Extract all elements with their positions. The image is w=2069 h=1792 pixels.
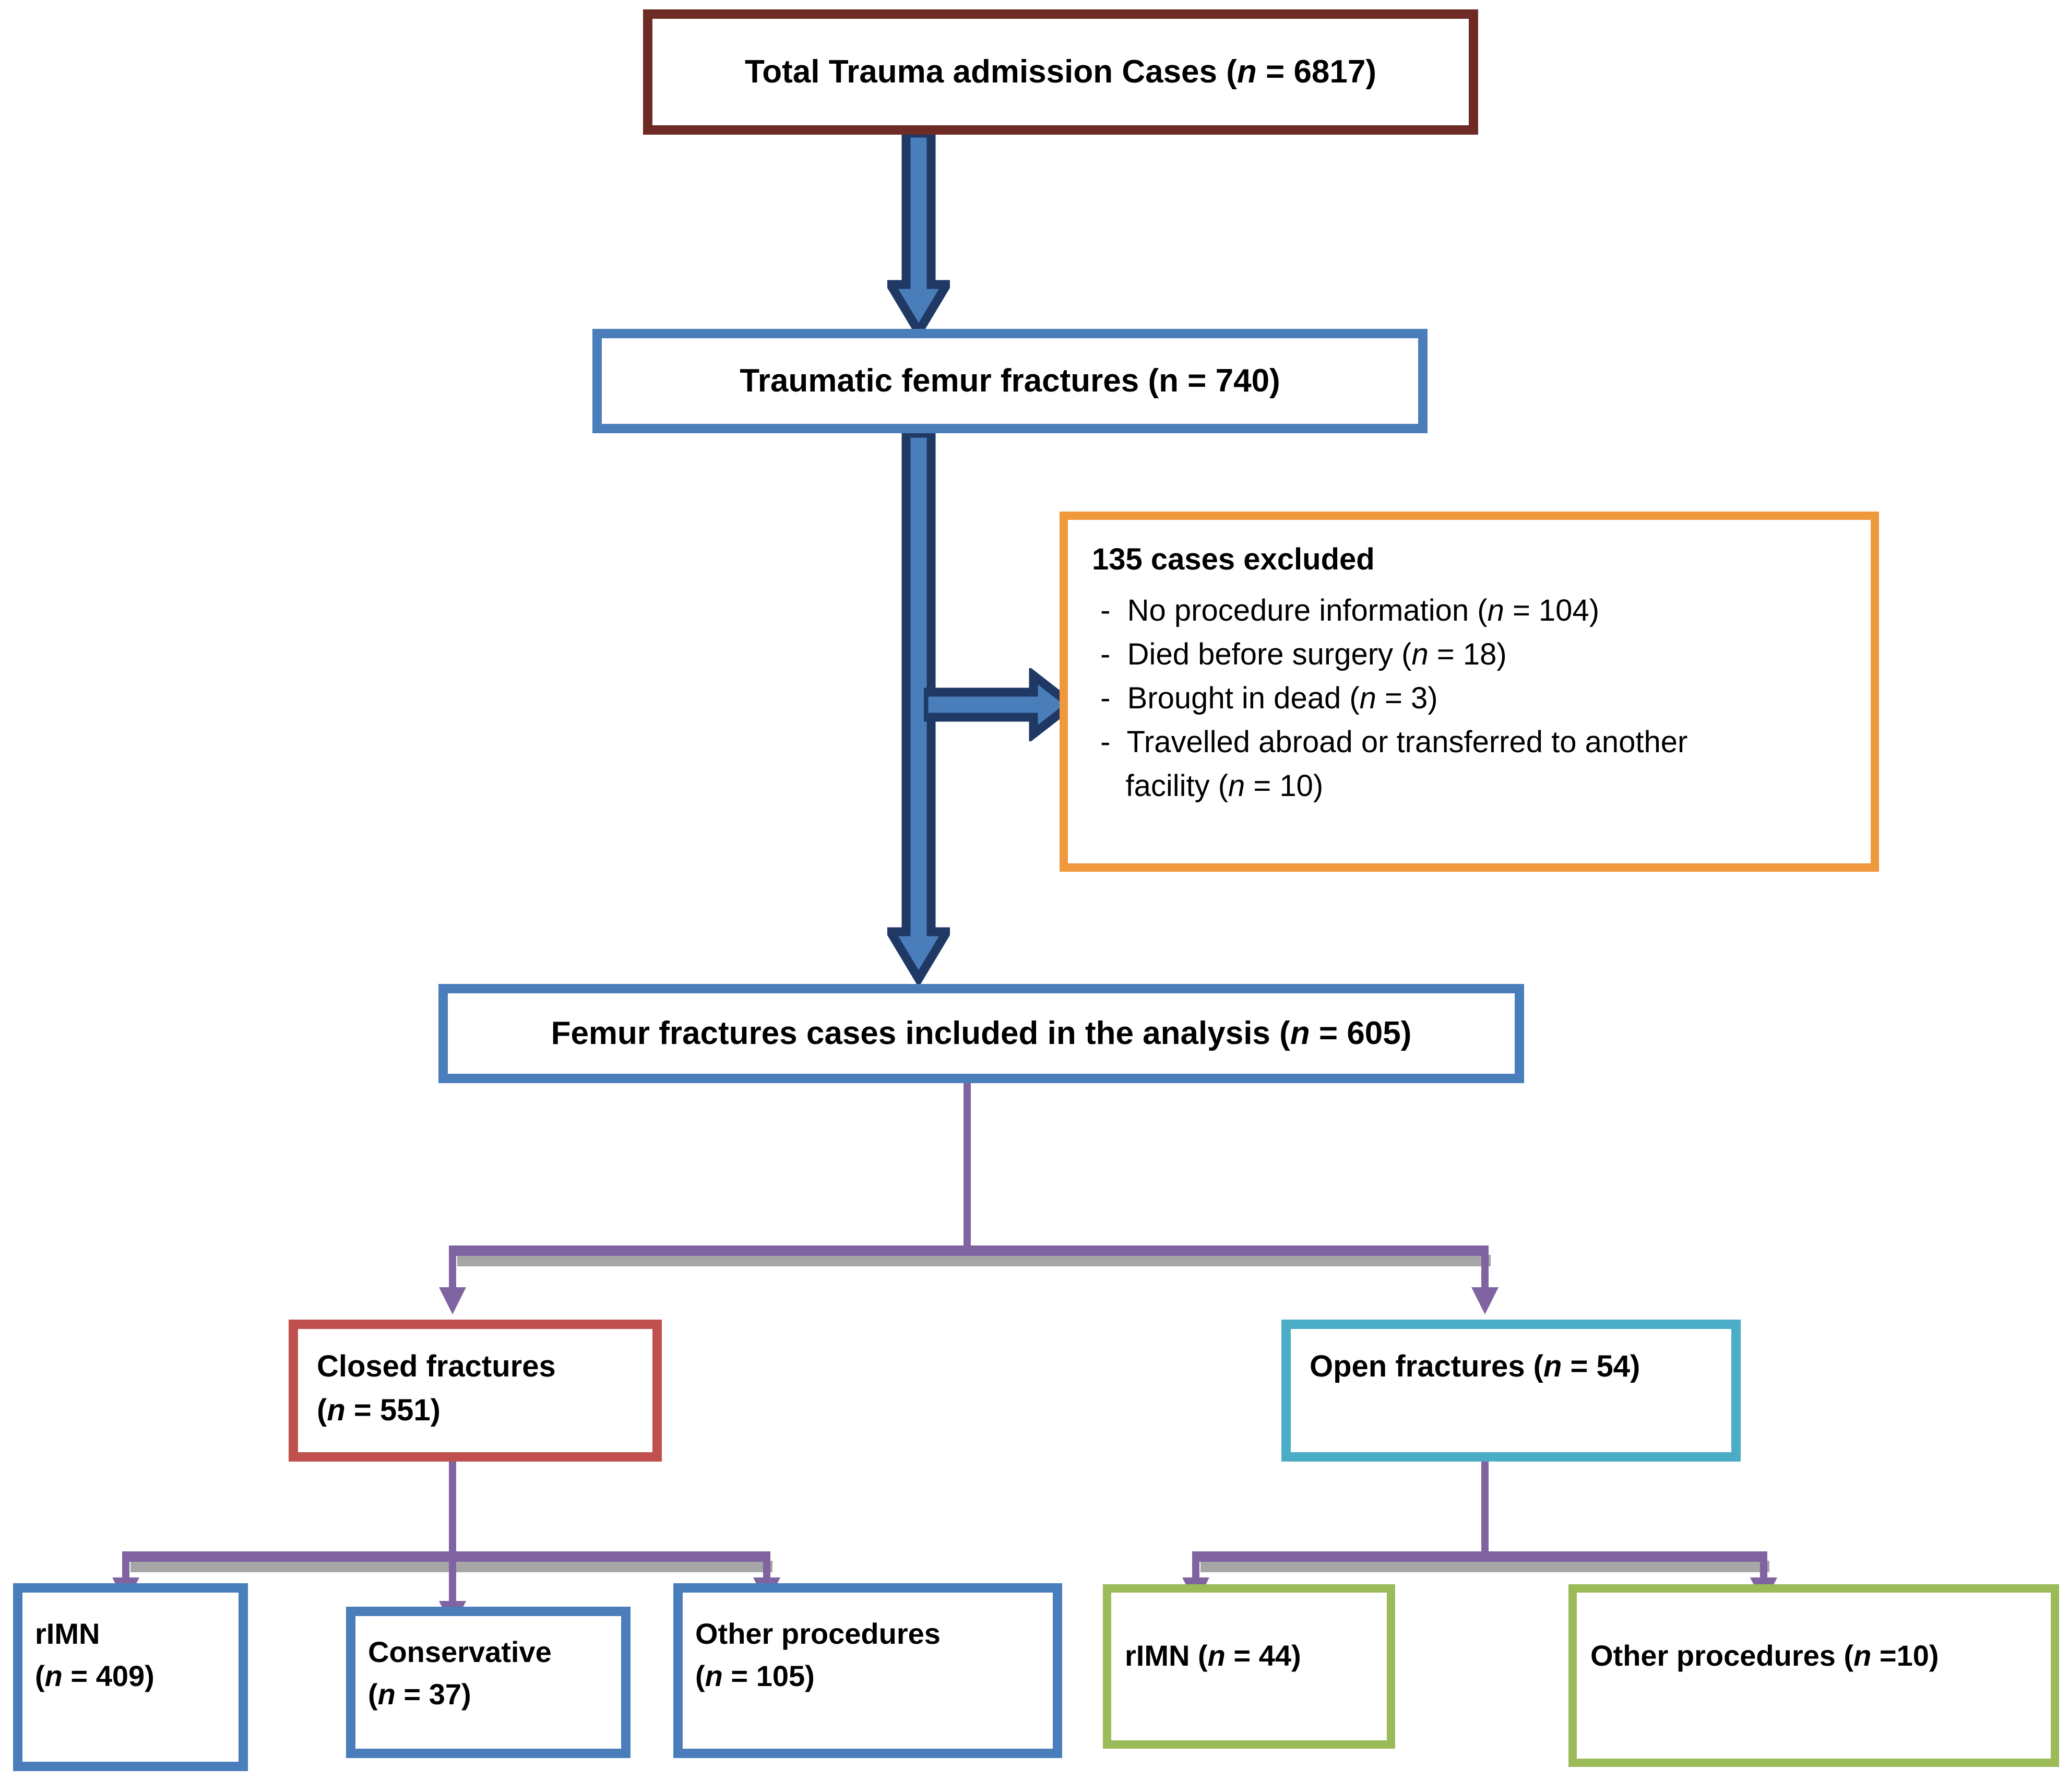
node-closed-other: Other procedures (n = 105) [673, 1583, 1062, 1758]
node-closed-conservative-count: (n = 37) [368, 1678, 471, 1711]
node-closed-fractures: Closed fractures (n = 551) [289, 1320, 662, 1462]
block-arrow-traumatic-to-included [887, 433, 950, 984]
connector-to-closed-conservative [449, 1551, 456, 1606]
list-item: facility (n = 10) [1092, 769, 1324, 803]
node-total-admissions-label: Total Trauma admission Cases (n = 6817) [744, 54, 1377, 90]
node-exclusions-heading: 135 cases excluded [1092, 542, 1375, 576]
connector-split-shadow-1 [457, 1255, 1491, 1266]
connector-closed-stem [449, 1458, 456, 1552]
n-symbol: n [1207, 1639, 1226, 1672]
connector-to-closed-rimn [122, 1551, 129, 1583]
list-item: - Died before surgery (n = 18) [1092, 637, 1507, 672]
node-closed-other-count: (n = 105) [695, 1659, 815, 1693]
connector-to-open-other [1760, 1551, 1767, 1583]
node-open-rimn-label: rIMN (n = 44) [1125, 1639, 1301, 1672]
node-closed-rimn-count: (n = 409) [35, 1659, 154, 1693]
connector-included-stem [964, 1081, 971, 1253]
node-open-rimn: rIMN (n = 44) [1103, 1584, 1395, 1749]
connector-split-bar-1 [449, 1245, 1489, 1256]
connector-to-closed [449, 1245, 456, 1292]
connector-split-shadow-3 [1200, 1561, 1769, 1572]
n-symbol: n [1359, 681, 1376, 716]
connector-to-open [1481, 1245, 1489, 1292]
n-symbol: n [377, 1678, 396, 1711]
arrowhead-to-closed [439, 1287, 466, 1314]
node-closed-fractures-count: (n = 551) [317, 1393, 441, 1428]
n-symbol: n [1487, 594, 1504, 628]
exclusion-list: - No procedure information (n = 104) - D… [1092, 589, 1853, 808]
n-symbol: n [1543, 1349, 1562, 1383]
list-item: - Travelled abroad or transferred to ano… [1092, 725, 1688, 759]
n-symbol: n [44, 1659, 63, 1693]
node-open-fractures: Open fractures (n = 54) [1281, 1320, 1741, 1462]
connector-split-bar-3 [1192, 1551, 1767, 1562]
n-symbol: n [1411, 637, 1429, 672]
node-exclusions: 135 cases excluded - No procedure inform… [1060, 512, 1879, 872]
n-symbol: n [1228, 769, 1245, 803]
list-item: - No procedure information (n = 104) [1092, 594, 1600, 628]
node-open-other: Other procedures (n =10) [1568, 1584, 2059, 1767]
n-symbol: n [705, 1659, 723, 1693]
n-symbol: n [1236, 54, 1257, 90]
node-included-label: Femur fractures cases included in the an… [551, 1015, 1412, 1052]
list-item: - Brought in dead (n = 3) [1092, 681, 1438, 716]
n-symbol: n [327, 1393, 346, 1428]
node-closed-rimn-title: rIMN [35, 1617, 100, 1650]
node-included-in-analysis: Femur fractures cases included in the an… [438, 984, 1524, 1083]
n-symbol: n [1290, 1015, 1310, 1052]
block-arrow-to-exclusions [924, 668, 1075, 741]
block-arrow-total-to-traumatic [887, 133, 950, 337]
node-traumatic-femur-label: Traumatic femur fractures (n = 740) [740, 363, 1280, 399]
arrowhead-to-open [1471, 1287, 1499, 1314]
node-closed-rimn: rIMN (n = 409) [13, 1583, 248, 1771]
connector-to-closed-other [763, 1551, 770, 1583]
node-open-fractures-label: Open fractures (n = 54) [1310, 1349, 1640, 1383]
node-traumatic-femur: Traumatic femur fractures (n = 740) [592, 329, 1428, 433]
node-closed-fractures-title: Closed fractures [317, 1349, 556, 1383]
n-symbol: n [1853, 1639, 1872, 1672]
connector-to-open-rimn [1192, 1551, 1199, 1583]
node-closed-other-title: Other procedures [695, 1617, 941, 1650]
connector-open-stem [1481, 1458, 1489, 1552]
node-open-other-label: Other procedures (n =10) [1590, 1639, 1939, 1672]
node-closed-conservative-title: Conservative [368, 1635, 552, 1668]
node-closed-conservative: Conservative (n = 37) [346, 1607, 631, 1758]
node-total-admissions: Total Trauma admission Cases (n = 6817) [643, 9, 1478, 135]
connector-split-bar-2 [122, 1551, 770, 1562]
